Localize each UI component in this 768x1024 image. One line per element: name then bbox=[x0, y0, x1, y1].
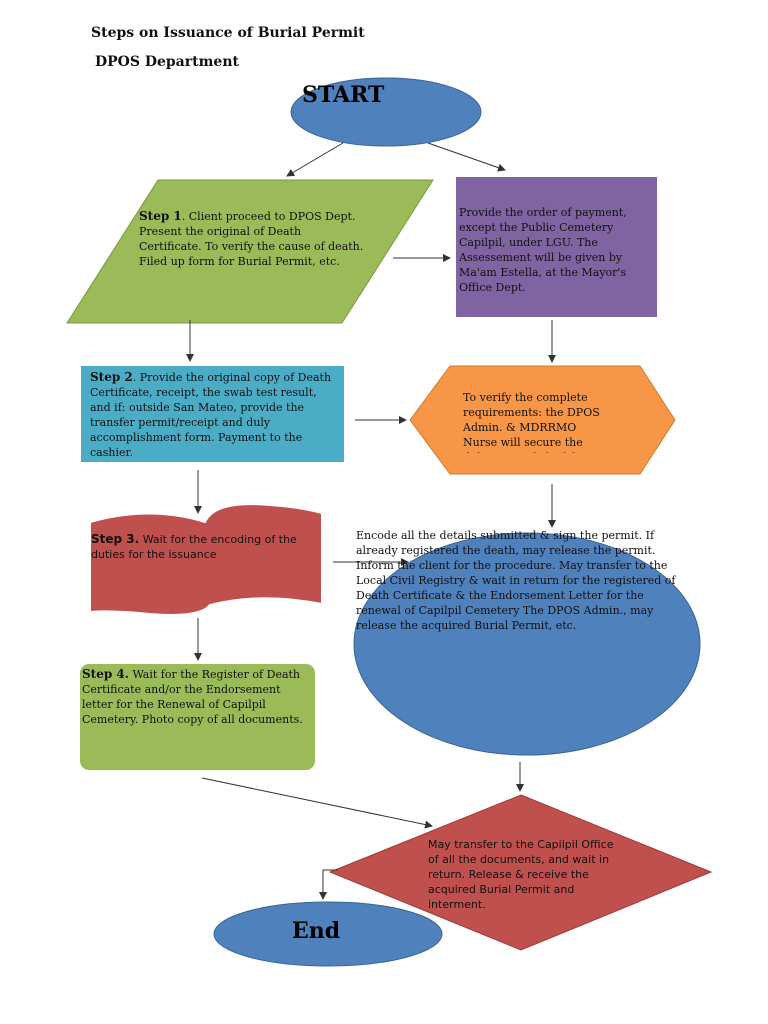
step4-label: Step 4. bbox=[82, 667, 129, 681]
page-title: Steps on Issuance of Burial Permit bbox=[91, 25, 365, 41]
end-oval bbox=[213, 901, 443, 967]
step2-text: Step 2. Provide the original copy of Dea… bbox=[90, 370, 340, 460]
transfer-text: May transfer to the Capilpil Office of a… bbox=[428, 838, 614, 911]
step3-description: Wait for the encoding of the duties for … bbox=[91, 533, 297, 561]
arrow-start-step1 bbox=[286, 142, 344, 177]
step1-label: Step 1 bbox=[139, 209, 182, 223]
step1-parallelogram bbox=[66, 179, 434, 324]
encode-text: Encode all the details submitted & sign … bbox=[356, 529, 676, 632]
end-label: End bbox=[292, 918, 341, 944]
step1-description: . Client proceed to DPOS Dept. Present t… bbox=[139, 210, 364, 268]
step1-text: Step 1. Client proceed to DPOS Dept. Pre… bbox=[139, 209, 364, 269]
step4-description: Wait for the Register of Death Certifica… bbox=[82, 668, 303, 726]
arrow-start-payment bbox=[427, 142, 506, 172]
step3-label: Step 3. bbox=[91, 532, 140, 546]
step2-box bbox=[79, 364, 346, 464]
verify-hexagon bbox=[409, 365, 676, 475]
department-title: DPOS Department bbox=[95, 54, 239, 70]
arrow-step4-transfer bbox=[201, 777, 433, 829]
step2-description: . Provide the original copy of Death Cer… bbox=[90, 371, 332, 459]
start-oval bbox=[290, 77, 482, 147]
transfer-diamond bbox=[328, 794, 713, 951]
arrow-transfer-end bbox=[319, 869, 338, 900]
step4-text: Step 4. Wait for the Register of Death C… bbox=[82, 667, 314, 727]
step3-document bbox=[89, 503, 323, 616]
payment-box bbox=[454, 175, 659, 319]
start-label: START bbox=[302, 82, 385, 108]
step2-label: Step 2 bbox=[90, 370, 133, 384]
step3-text: Step 3. Wait for the encoding of the dut… bbox=[91, 532, 313, 562]
payment-text: Provide the order of payment, except the… bbox=[459, 206, 627, 294]
encode-circle bbox=[353, 532, 701, 756]
step4-box bbox=[78, 662, 317, 772]
verify-text: To verify the complete requirements: the… bbox=[463, 391, 600, 453]
